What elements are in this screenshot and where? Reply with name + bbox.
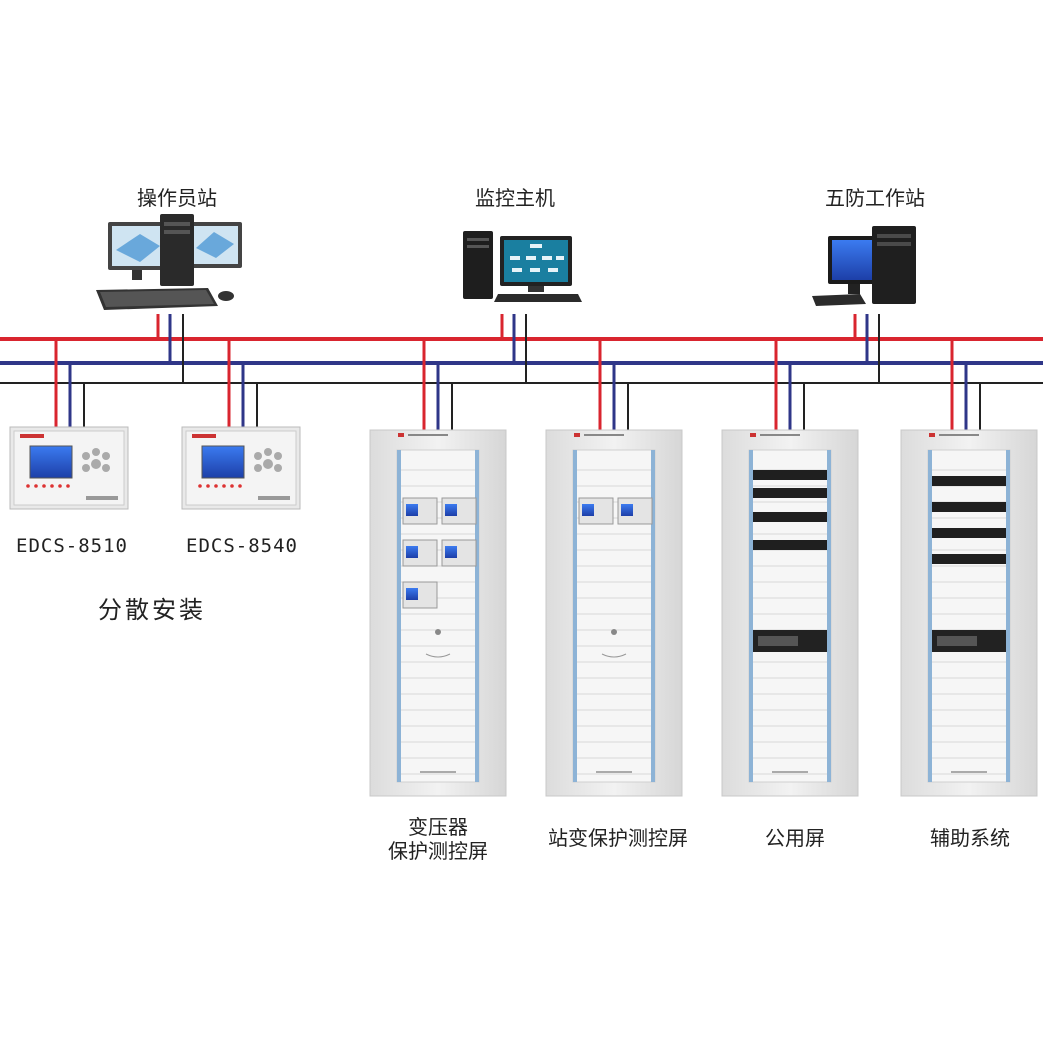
monitoring-host-icon: [463, 231, 582, 302]
cabinet-transformer: [369, 429, 507, 797]
field-device-8540: [181, 426, 301, 510]
cabinet-label-transformer: 变压器 保护测控屏: [368, 815, 508, 863]
cabinet-public: [721, 429, 859, 797]
station-label-operator: 操作员站: [137, 186, 217, 210]
bus-lines: [0, 337, 1043, 384]
operator-station-icon: [96, 214, 242, 310]
cabinet-label-line2: 保护测控屏: [388, 839, 488, 863]
cabinet-group: [369, 429, 1038, 797]
workstation-icon: [812, 226, 916, 306]
station-label-monitor: 监控主机: [475, 186, 555, 210]
device-drops: [54, 339, 981, 430]
cabinet-label-line1: 变压器: [408, 815, 468, 839]
cabinet-label-auxiliary: 辅助系统: [930, 826, 1010, 850]
station-label-five-prevention: 五防工作站: [825, 186, 925, 210]
device-model-8510: EDCS-8510: [16, 535, 128, 557]
station-drops: [156, 314, 880, 383]
cabinet-label-public: 公用屏: [765, 826, 825, 850]
field-device-8510: [9, 426, 129, 510]
cabinet-station-transformer: [545, 429, 683, 797]
cabinet-label-station-transformer: 站变保护测控屏: [548, 826, 688, 850]
distributed-install-label: 分散安装: [98, 596, 206, 624]
cabinet-auxiliary: [900, 429, 1038, 797]
device-model-8540: EDCS-8540: [186, 535, 298, 557]
